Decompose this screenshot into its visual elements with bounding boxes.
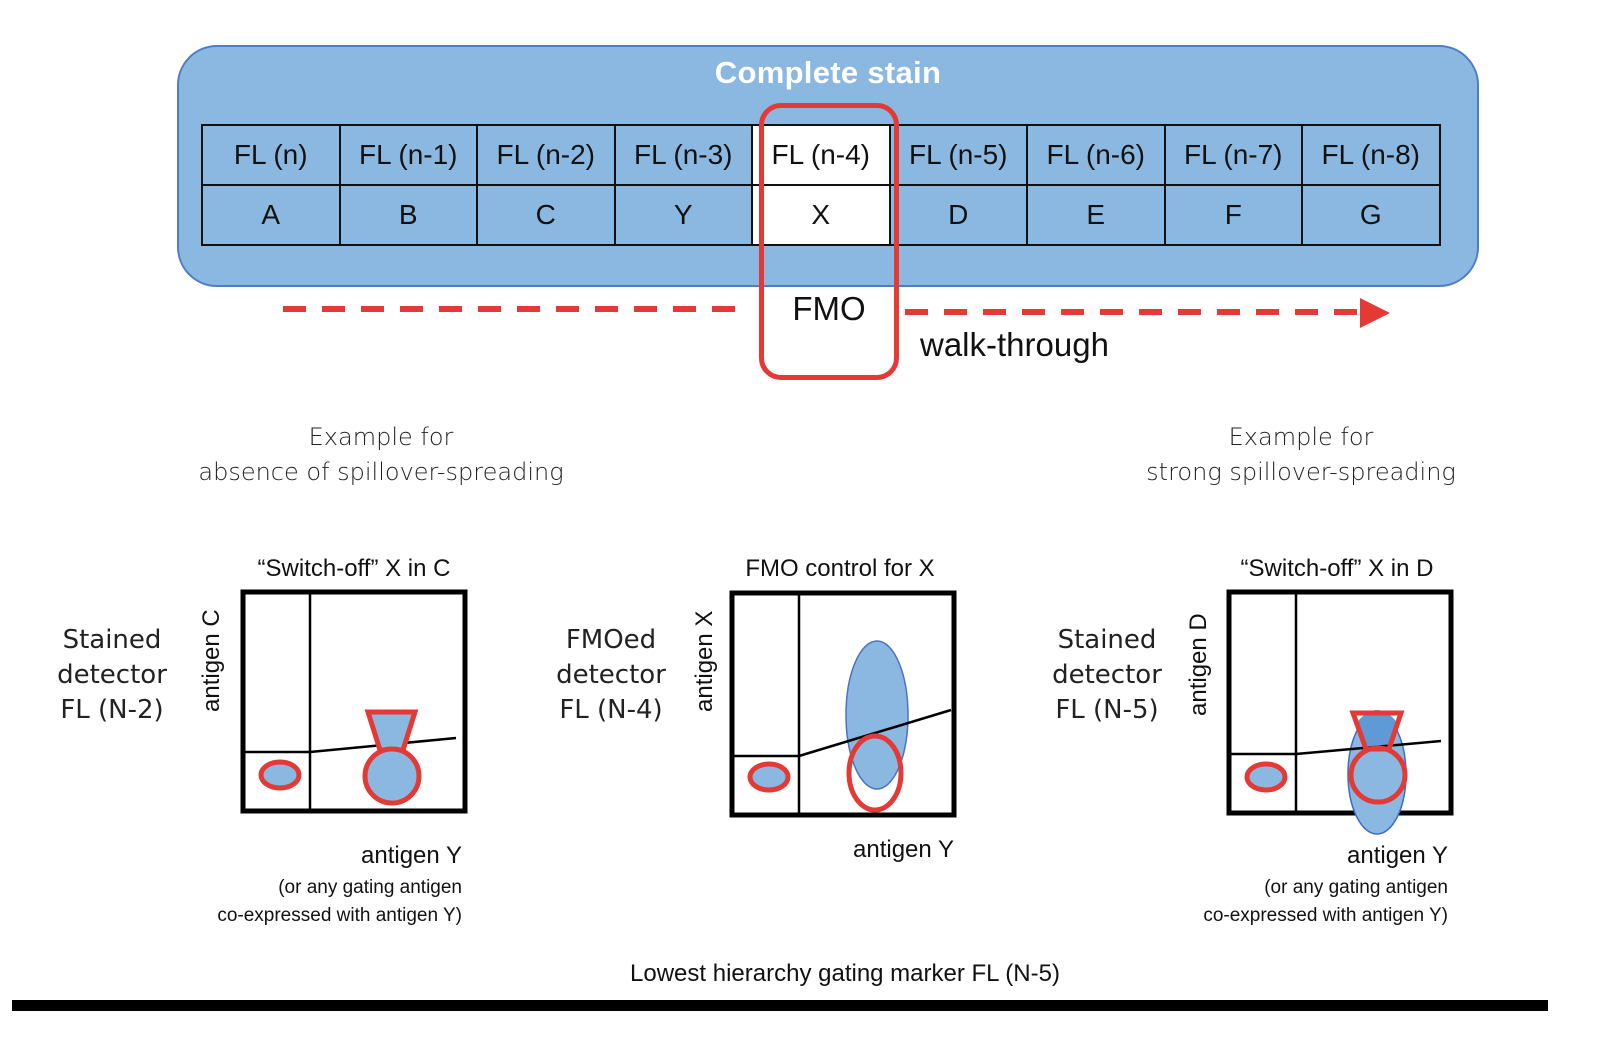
plot-3-dotplot — [1226, 589, 1454, 835]
detector-cell: FL (n-2) — [476, 124, 616, 186]
example-absence-caption: Example for absence of spillover-spreadi… — [131, 420, 631, 490]
example-absence-line1: Example for — [308, 423, 454, 451]
plot-1-side-line1: Stained — [62, 625, 162, 655]
plot-3-side-line1: Stained — [1057, 625, 1157, 655]
plot-1-frame — [240, 589, 468, 814]
antigen-cell: C — [476, 184, 616, 246]
plot-2-title: FMO control for X — [745, 555, 935, 582]
plot-1-x-axis-label: antigen Y — [361, 842, 462, 869]
antigen-cell: F — [1163, 184, 1303, 246]
plot-1-x-axis-note: (or any gating antigen co-expressed with… — [100, 874, 462, 930]
plot-2-fmo-gate — [846, 733, 904, 813]
plot-3-x-note-line1: (or any gating antigen — [1264, 877, 1448, 898]
example-strong-caption: Example for strong spillover-spreading — [1051, 420, 1551, 490]
plot-1-x-note-line2: co-expressed with antigen Y) — [217, 905, 462, 926]
plot-3-side-line2: detector — [1052, 660, 1162, 690]
plot-2-spread-population — [845, 640, 909, 790]
antigen-cell: B — [338, 184, 478, 246]
plot-2-x-axis-label: antigen Y — [853, 836, 954, 863]
fmo-highlight-box — [759, 103, 899, 380]
detector-cell: FL (n-8) — [1301, 124, 1441, 186]
plot-1-title: “Switch-off” X in C — [257, 555, 451, 582]
antigen-cell: Y — [613, 184, 753, 246]
arrowhead-icon — [1360, 298, 1390, 328]
plot-3-x-note-line2: co-expressed with antigen Y) — [1203, 905, 1448, 926]
fmo-label: FMO — [792, 290, 866, 327]
example-strong-line1: Example for — [1228, 423, 1374, 451]
plot-3-negative-population — [1244, 761, 1288, 793]
detector-cell: FL (n-4) — [751, 124, 891, 186]
detector-cell: FL (n-5) — [888, 124, 1028, 186]
antigen-cell: D — [888, 184, 1028, 246]
plot-3-title: “Switch-off” X in D — [1240, 555, 1434, 582]
plot-3-y-axis-label: antigen D — [1185, 613, 1212, 716]
antigen-cell: E — [1026, 184, 1166, 246]
detector-row: FL (n)FL (n-1)FL (n-2)FL (n-3)FL (n-4)FL… — [201, 124, 1441, 186]
example-absence-line2: absence of spillover-spreading — [198, 458, 564, 486]
plot-2-side-line2: detector — [556, 660, 666, 690]
plot-3-upper-spread — [1358, 710, 1396, 749]
plot-2-side-label: FMOed detector FL (N-4) — [541, 623, 681, 728]
detector-cell: FL (n) — [201, 124, 341, 186]
plot-2-side-line3: FL (N-4) — [559, 695, 663, 725]
example-strong-line2: strong spillover-spreading — [1146, 458, 1456, 486]
plot-1-x-note-line1: (or any gating antigen — [278, 877, 462, 898]
detector-cell: FL (n-1) — [338, 124, 478, 186]
plot-2-dotplot — [729, 590, 957, 818]
plot-3-positive-gate — [1348, 745, 1408, 805]
plot-1-positive-population — [362, 746, 422, 806]
plot-2-negative-population — [747, 761, 791, 793]
antigen-cell: G — [1301, 184, 1441, 246]
plot-3-side-line3: FL (N-5) — [1055, 695, 1159, 725]
plot-2-diagonal-gate — [798, 708, 952, 758]
lowest-hierarchy-label: Lowest hierarchy gating marker FL (N-5) — [630, 960, 1060, 987]
antigen-cell: A — [201, 184, 341, 246]
walkthrough-arrow — [283, 298, 1390, 328]
plot-1-side-line2: detector — [57, 660, 167, 690]
walkthrough-label: walk-through — [920, 326, 1109, 363]
bottom-divider — [12, 1000, 1548, 1011]
plot-1-negative-population — [258, 759, 302, 791]
plot-1-y-axis-label: antigen C — [198, 609, 225, 712]
plot-1-side-label: Stained detector FL (N-2) — [42, 623, 182, 728]
detector-cell: FL (n-7) — [1163, 124, 1303, 186]
antigen-cell: X — [751, 184, 891, 246]
plot-2-side-line1: FMOed — [565, 625, 657, 655]
plot-1-side-line3: FL (N-2) — [60, 695, 164, 725]
plot-3-x-axis-note: (or any gating antigen co-expressed with… — [1086, 874, 1448, 930]
plot-3-side-label: Stained detector FL (N-5) — [1037, 623, 1177, 728]
plot-2-y-axis-label: antigen X — [691, 610, 718, 712]
plot-1-dotplot — [240, 589, 468, 814]
complete-stain-title: Complete stain — [714, 55, 942, 90]
detector-cell: FL (n-6) — [1026, 124, 1166, 186]
detector-table: FL (n)FL (n-1)FL (n-2)FL (n-3)FL (n-4)FL… — [201, 124, 1441, 246]
plot-3-x-axis-label: antigen Y — [1347, 842, 1448, 869]
detector-cell: FL (n-3) — [613, 124, 753, 186]
